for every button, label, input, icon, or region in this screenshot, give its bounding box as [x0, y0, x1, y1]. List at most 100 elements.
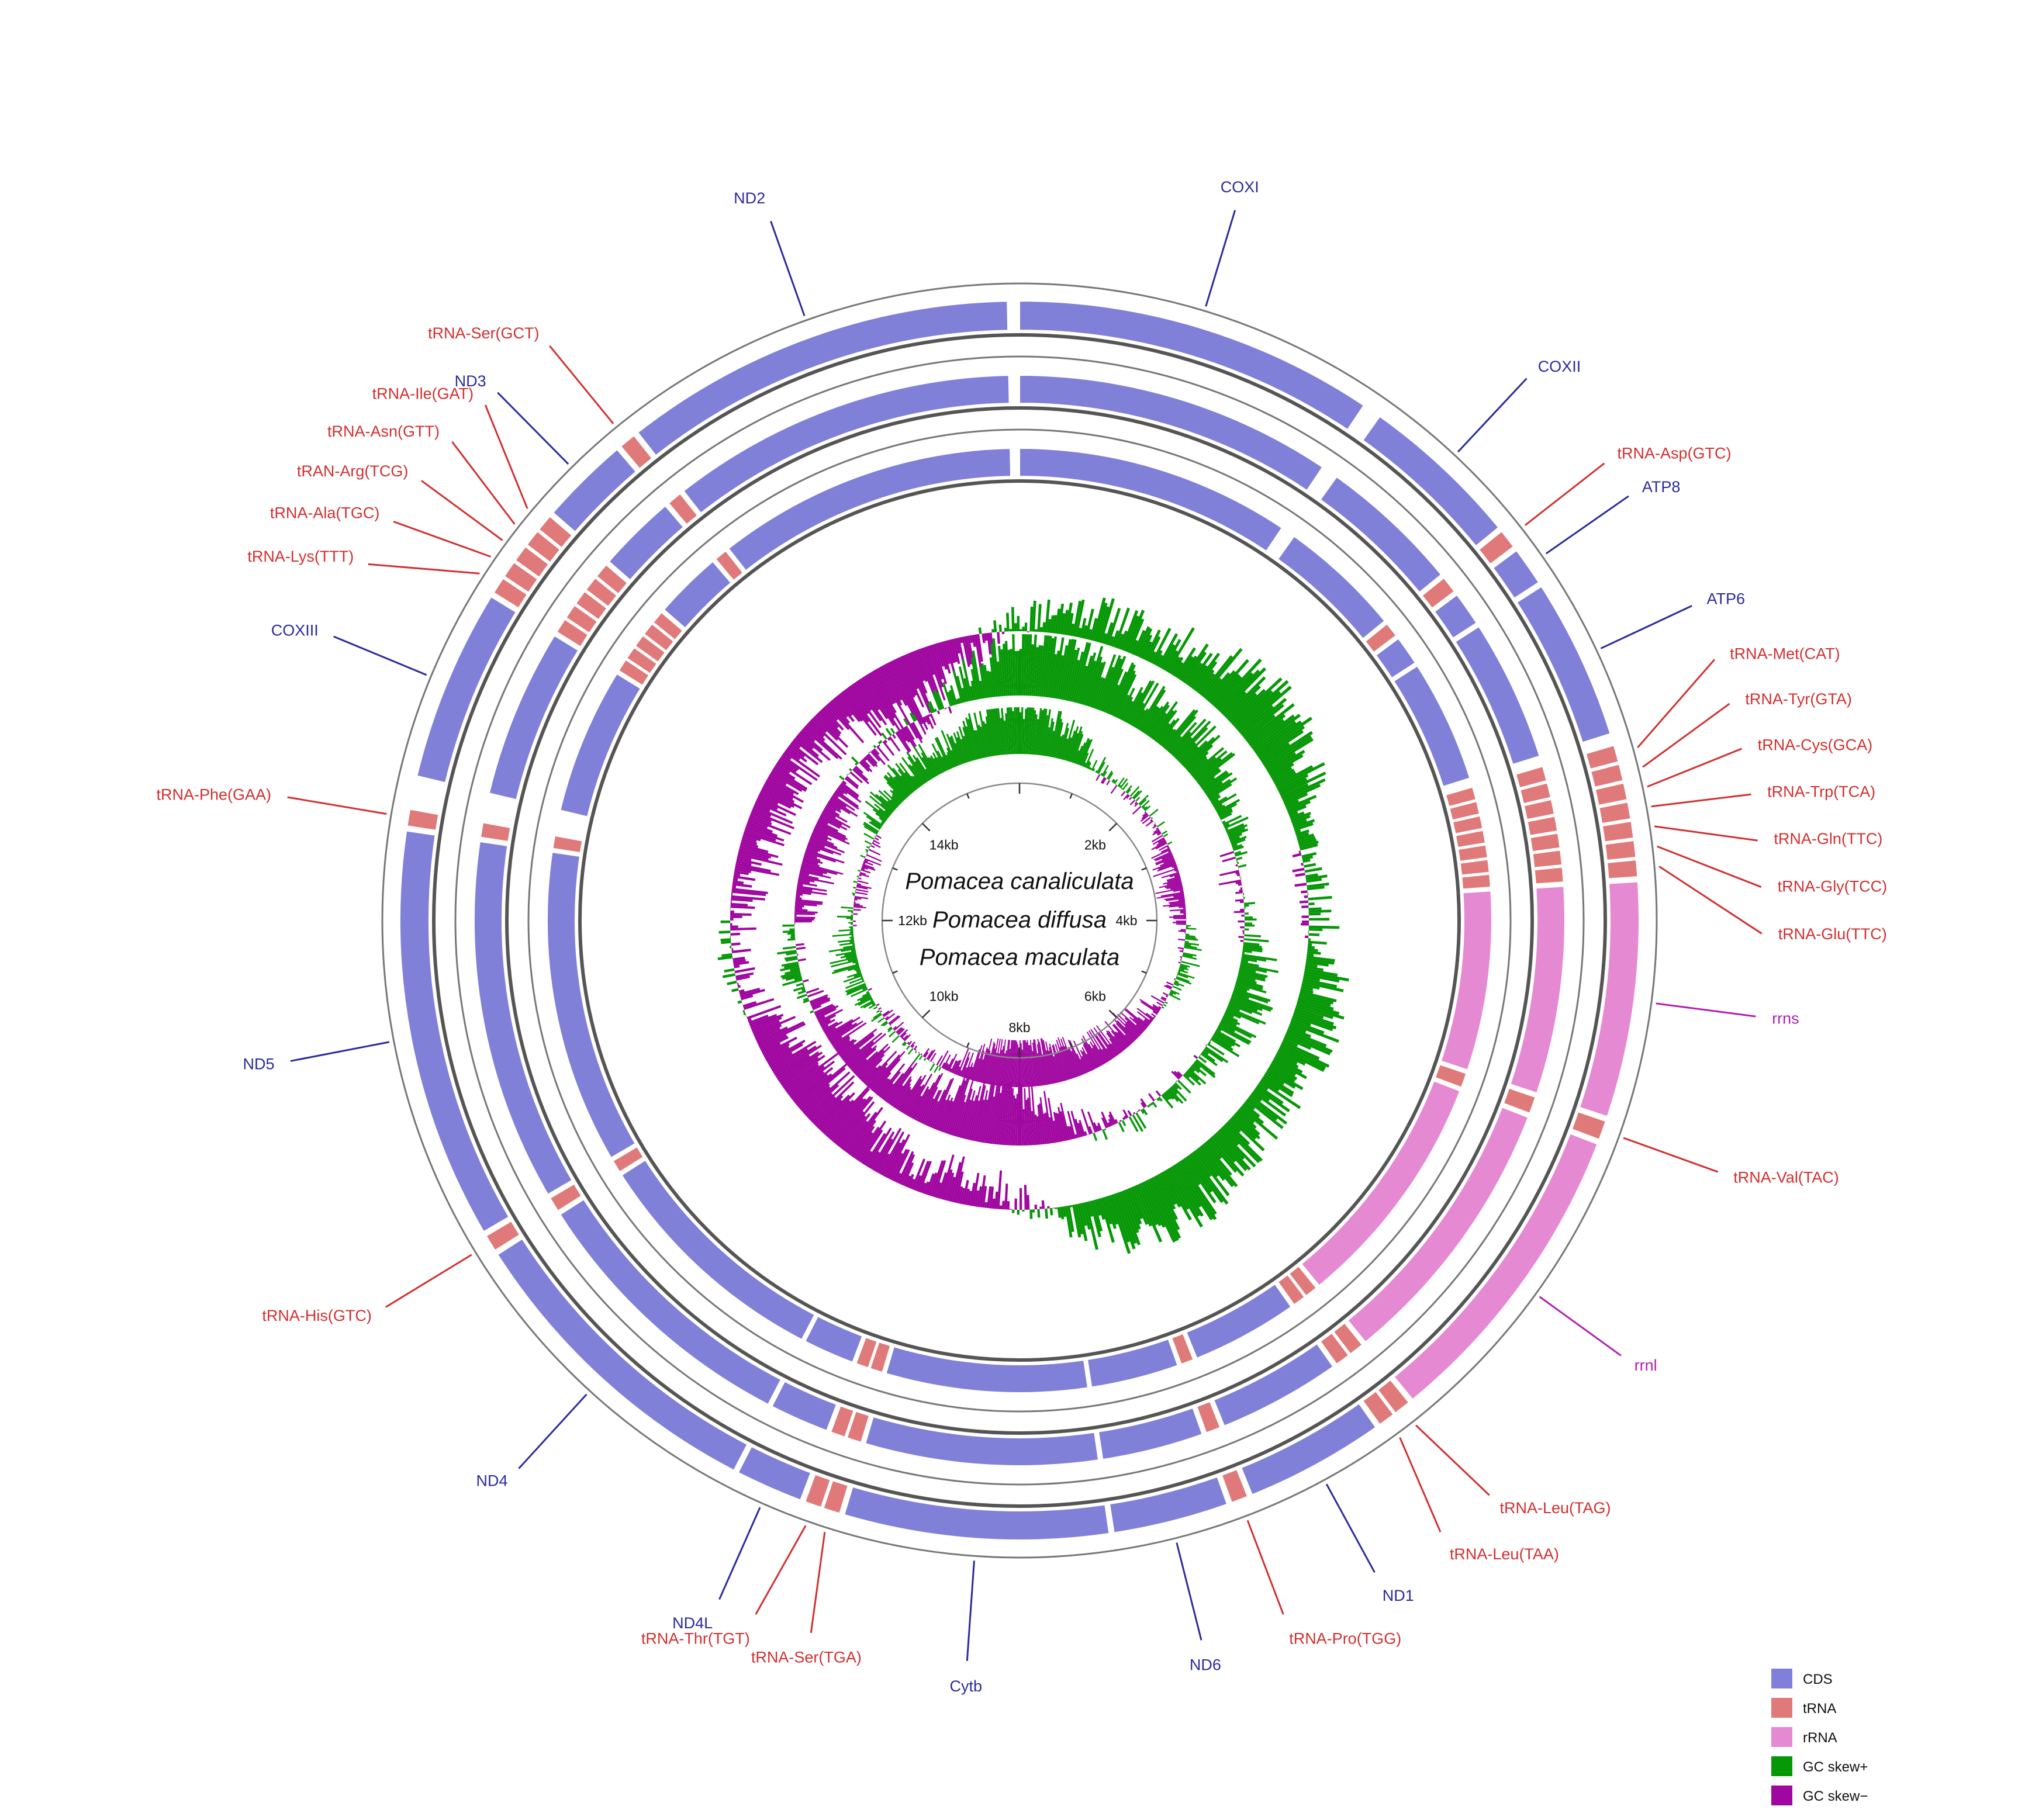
- gc-skew-bar: [732, 956, 745, 961]
- gene-block-coxiii: [488, 635, 579, 801]
- gene-block-coxi: [1019, 374, 1323, 492]
- gc-skew-bar: [847, 686, 869, 715]
- gc-skew-bar: [837, 915, 853, 918]
- gc-skew-bar: [1302, 978, 1338, 988]
- gc-skew-bar: [1294, 883, 1307, 887]
- gc-skew-bar: [873, 1072, 891, 1093]
- gene-label-nd1: ND1: [1383, 1587, 1414, 1604]
- gc-skew-bar: [973, 712, 985, 758]
- gc-skew-bar: [1101, 1049, 1111, 1061]
- gc-skew-bar: [1218, 1024, 1252, 1043]
- gc-skew-bar: [973, 730, 982, 759]
- gc-skew-bar: [1166, 1168, 1203, 1228]
- gc-skew-bar: [747, 1005, 782, 1020]
- gc-skew-bar: [1253, 1088, 1270, 1102]
- gc-skew-bar: [949, 639, 958, 663]
- gc-skew-bar: [834, 1037, 851, 1050]
- gc-skew-bar: [1152, 1004, 1161, 1011]
- gc-skew-bar: [1088, 1030, 1110, 1062]
- gene-label-rrnl: rrnl: [1634, 1357, 1657, 1374]
- gc-skew-bar: [935, 1064, 937, 1065]
- gc-skew-bar: [897, 1028, 905, 1036]
- gc-skew-bar: [1296, 1002, 1345, 1020]
- gc-skew-bar: [843, 1120, 868, 1152]
- gc-skew-bar: [791, 1067, 834, 1101]
- gc-skew-bar: [979, 666, 987, 698]
- gc-skew-bar: [1185, 935, 1195, 937]
- gc-skew-bar: [961, 1090, 976, 1139]
- gc-skew-bar: [784, 1064, 820, 1091]
- gc-skew-bar: [853, 1051, 878, 1074]
- gc-skew-bar: [868, 849, 881, 856]
- gc-skew-bar: [879, 829, 880, 831]
- gc-skew-bar: [1032, 1209, 1035, 1213]
- gc-skew-bar: [1081, 1109, 1091, 1135]
- gene-block-coxiii: [559, 673, 642, 818]
- gc-skew-bar: [1239, 967, 1256, 973]
- leader-line-trna-gln-ttc: [1654, 825, 1758, 842]
- gc-skew-bar: [1049, 1117, 1055, 1143]
- gc-skew-bar: [1271, 1061, 1297, 1077]
- gc-skew-bar: [1109, 1038, 1121, 1054]
- gc-skew-bar: [1135, 1185, 1163, 1243]
- gc-skew-bar: [1195, 1059, 1216, 1075]
- gc-skew-bar: [782, 752, 792, 760]
- gene-block-trna-tyr-gta: [1449, 800, 1481, 821]
- gc-skew-bar: [851, 937, 854, 940]
- gc-skew-bar: [1169, 1088, 1184, 1104]
- gene-label-rrns: rrns: [1772, 1010, 1799, 1027]
- gc-skew-bar: [969, 686, 975, 701]
- gc-skew-bar: [1225, 828, 1229, 831]
- gene-block-cytb: [864, 1416, 1100, 1466]
- gc-skew-bar: [810, 836, 838, 849]
- gc-skew-bar: [933, 689, 943, 710]
- gc-skew-bar: [1109, 1195, 1131, 1254]
- gc-skew-bar: [1155, 856, 1174, 866]
- gc-skew-bar: [890, 660, 921, 720]
- gc-skew-bar: [730, 918, 734, 921]
- gc-skew-bar: [1259, 730, 1304, 761]
- gc-skew-bar: [868, 1151, 880, 1169]
- gc-skew-bar: [1305, 960, 1329, 967]
- gene-block-trna-pro-tgg: [1170, 1333, 1194, 1365]
- gene-block-trna-arg-tcg: [634, 634, 666, 663]
- gc-skew-bar: [873, 745, 877, 749]
- gene-block-rrnl: [1300, 1079, 1461, 1286]
- gene-label-trna-phe-gaa: tRNA-Phe(GAA): [156, 786, 271, 803]
- gc-skew-track-3: [828, 707, 1202, 1087]
- gc-skew-bar: [955, 1066, 960, 1075]
- gc-skew-bar: [731, 895, 765, 901]
- gc-skew-bar: [828, 800, 851, 815]
- gc-skew-bar: [1201, 1051, 1216, 1062]
- gc-skew-bar: [819, 816, 841, 829]
- gc-skew-bar: [1020, 1084, 1022, 1146]
- gc-skew-bar: [1226, 1008, 1260, 1025]
- gc-skew-bar: [1122, 1109, 1129, 1119]
- gc-skew-bar: [1153, 1016, 1155, 1019]
- gc-skew-bar: [855, 890, 856, 892]
- gc-skew-bar: [1006, 707, 1011, 755]
- gc-skew-bar: [1205, 1046, 1229, 1064]
- gc-skew-bar: [1114, 1036, 1126, 1050]
- gene-block-nd1: [1186, 1283, 1292, 1359]
- gc-skew-bar: [1020, 629, 1022, 631]
- gc-skew-bar: [1243, 938, 1269, 943]
- gc-skew-bar: [1304, 935, 1309, 939]
- gc-skew-bar: [972, 651, 983, 699]
- gc-skew-bar: [1024, 708, 1027, 755]
- gc-skew-bar: [891, 733, 896, 739]
- gene-block-trna-gln-ttc: [1529, 832, 1561, 853]
- gc-skew-bar: [982, 1050, 991, 1084]
- gc-skew-bar: [1141, 813, 1148, 819]
- gc-skew-tracks: [717, 597, 1349, 1254]
- gc-skew-bar: [861, 866, 868, 870]
- gc-skew-bar: [1025, 1099, 1029, 1146]
- gc-skew-bar: [747, 1018, 752, 1022]
- gc-skew-bar: [901, 1162, 914, 1186]
- gc-skew-bar: [1179, 906, 1186, 908]
- gc-skew-bar: [737, 985, 741, 988]
- gene-block-nd1: [1212, 1342, 1334, 1427]
- gc-skew-bar: [1236, 1110, 1257, 1129]
- gc-skew-bar: [1080, 1050, 1091, 1072]
- gene-label-nd6: ND6: [1190, 1656, 1221, 1674]
